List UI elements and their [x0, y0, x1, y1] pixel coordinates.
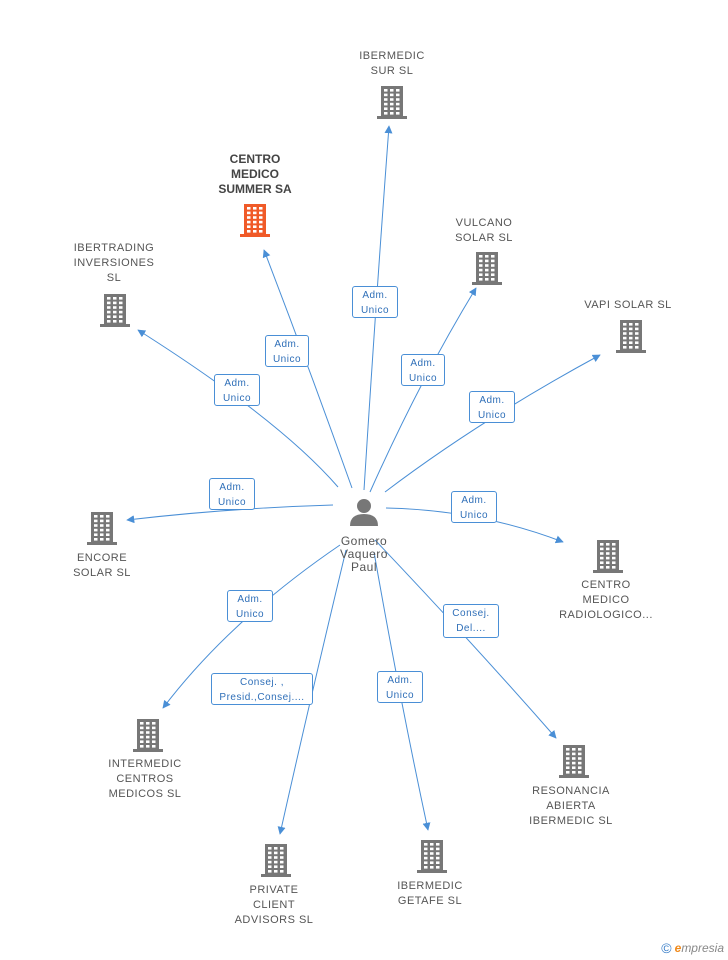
- edge-resonancia: [374, 539, 557, 739]
- role-label-ibermedic-sur: Adm. Unico: [352, 286, 398, 318]
- building-icon-centro-medico-radiologico[interactable]: [593, 540, 623, 573]
- building-icon-intermedic[interactable]: [133, 719, 163, 752]
- building-icon-resonancia[interactable]: [559, 745, 589, 778]
- company-label-private-client[interactable]: PRIVATE CLIENT ADVISORS SL: [234, 884, 314, 926]
- edge-ibertrading: [137, 329, 339, 488]
- role-label-centro-medico-summer: Adm. Unico: [265, 335, 309, 367]
- company-label-vapi-solar[interactable]: VAPI SOLAR SL: [584, 299, 672, 311]
- icons-layer: [87, 86, 646, 877]
- role-label-intermedic: Adm. Unico: [227, 590, 273, 622]
- company-label-resonancia[interactable]: RESONANCIA ABIERTA IBERMEDIC SL: [529, 785, 613, 827]
- watermark: © empresia: [661, 940, 724, 956]
- company-label-vulcano-solar[interactable]: VULCANO SOLAR SL: [455, 217, 513, 244]
- building-icon-ibermedic-getafe[interactable]: [417, 840, 447, 873]
- brand-logo: empresia: [674, 941, 724, 955]
- company-label-ibertrading[interactable]: IBERTRADING INVERSIONES SL: [73, 242, 155, 284]
- role-label-vulcano-solar: Adm. Unico: [401, 354, 445, 386]
- building-icon-ibertrading[interactable]: [100, 294, 130, 327]
- edge-vulcano-solar: [369, 287, 477, 493]
- company-label-centro-medico-summer[interactable]: CENTRO MEDICO SUMMER SA: [218, 152, 292, 196]
- company-label-ibermedic-sur[interactable]: IBERMEDIC SUR SL: [359, 50, 425, 77]
- company-label-encore-solar[interactable]: ENCORE SOLAR SL: [73, 552, 131, 579]
- role-label-resonancia: Consej. Del....: [443, 604, 499, 638]
- company-label-intermedic[interactable]: INTERMEDIC CENTROS MEDICOS SL: [108, 758, 182, 800]
- building-icon-encore-solar[interactable]: [87, 512, 117, 545]
- role-label-private-client: Consej. , Presid.,Consej....: [211, 673, 313, 705]
- role-label-encore-solar: Adm. Unico: [209, 478, 255, 510]
- role-label-ibermedic-getafe: Adm. Unico: [377, 671, 423, 703]
- role-label-vapi-solar: Adm. Unico: [469, 391, 515, 423]
- company-label-ibermedic-getafe[interactable]: IBERMEDIC GETAFE SL: [397, 880, 463, 907]
- building-icon-ibermedic-sur[interactable]: [377, 86, 407, 119]
- person-icon[interactable]: [350, 499, 378, 526]
- building-icon-vapi-solar[interactable]: [616, 320, 646, 353]
- building-icon-centro-medico-summer[interactable]: [240, 204, 270, 237]
- role-label-ibertrading: Adm. Unico: [214, 374, 260, 406]
- building-icon-vulcano-solar[interactable]: [472, 252, 502, 285]
- edge-intermedic: [162, 544, 341, 709]
- building-icon-private-client[interactable]: [261, 844, 291, 877]
- copyright-icon: ©: [661, 940, 672, 956]
- role-label-centro-medico-radiologico: Adm. Unico: [451, 491, 497, 523]
- center-person-label[interactable]: Gomero Vaquero Paul: [340, 534, 388, 574]
- edge-encore-solar: [126, 504, 334, 524]
- company-label-centro-medico-radiologico[interactable]: CENTRO MEDICO RADIOLOGICO...: [559, 579, 653, 621]
- edge-centro-medico-summer: [262, 249, 353, 489]
